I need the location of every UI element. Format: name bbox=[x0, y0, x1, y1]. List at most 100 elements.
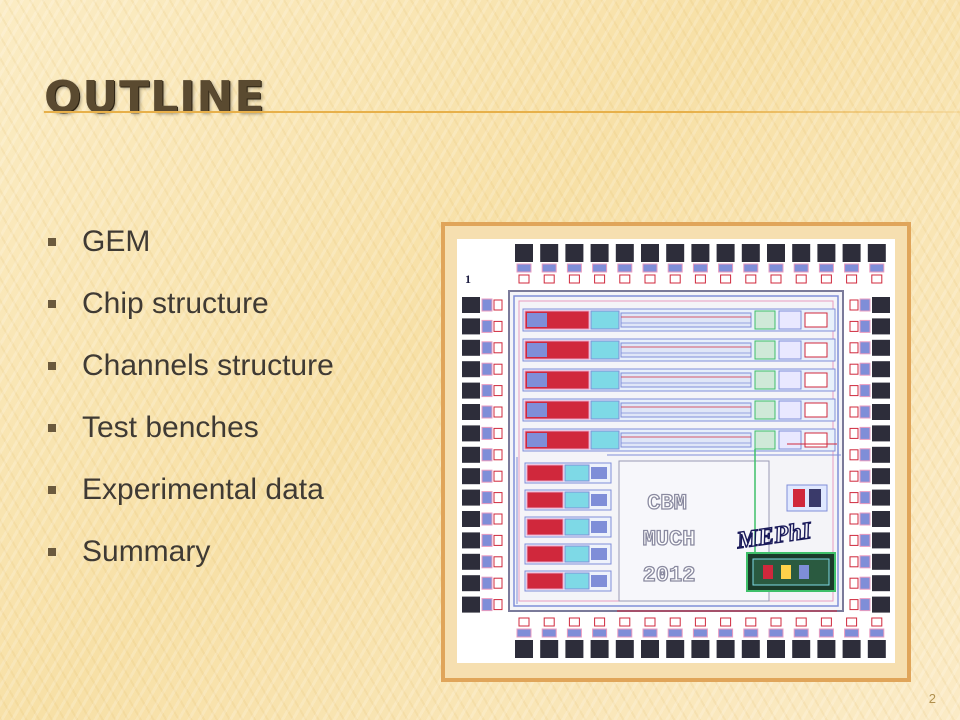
bond-pad bbox=[540, 640, 559, 658]
pad-driver bbox=[844, 628, 860, 638]
outline-item: Channels structure bbox=[48, 346, 334, 408]
pad-driver bbox=[718, 263, 734, 273]
bond-pad bbox=[872, 468, 890, 485]
pad-esd bbox=[644, 274, 656, 284]
bond-pad bbox=[817, 244, 836, 262]
short-channel-amp bbox=[526, 572, 564, 590]
bullet-square-icon bbox=[48, 548, 56, 556]
channel-buffer bbox=[804, 312, 828, 328]
pad-esd bbox=[518, 274, 530, 284]
channel-buffer bbox=[804, 342, 828, 358]
bond-pad bbox=[872, 404, 890, 420]
channel-output bbox=[778, 340, 802, 360]
corner-label: 1 bbox=[465, 272, 471, 286]
bullet-square-icon bbox=[48, 300, 56, 308]
chip-layout-image: 1 CBM MUCH 2012 MEPhI bbox=[457, 239, 895, 663]
short-channel-shaper bbox=[564, 491, 590, 509]
pad-driver bbox=[844, 263, 860, 273]
pad-esd bbox=[493, 427, 503, 439]
bond-pad bbox=[842, 244, 861, 262]
pad-driver bbox=[859, 426, 871, 440]
bond-pad bbox=[615, 244, 634, 262]
bond-pad bbox=[767, 244, 785, 262]
short-channel-amp bbox=[526, 464, 564, 482]
pad-esd bbox=[745, 617, 757, 627]
pad-esd bbox=[493, 406, 503, 418]
pad-driver bbox=[859, 341, 871, 355]
bond-pad bbox=[872, 532, 890, 549]
channel-buffer bbox=[804, 372, 828, 388]
page-number: 2 bbox=[928, 691, 936, 706]
channel-shaper bbox=[590, 310, 620, 330]
pad-esd bbox=[493, 363, 503, 375]
bond-pad bbox=[462, 575, 480, 592]
pad-esd bbox=[849, 470, 859, 482]
pad-driver bbox=[743, 628, 759, 638]
bond-pad bbox=[716, 244, 735, 262]
bond-pad bbox=[872, 553, 890, 570]
bond-pad bbox=[872, 596, 890, 613]
pad-driver bbox=[743, 263, 759, 273]
bond-pad bbox=[872, 361, 890, 378]
pad-esd bbox=[493, 385, 503, 397]
bond-pad bbox=[872, 318, 890, 335]
pad-esd bbox=[669, 274, 681, 284]
pad-driver bbox=[481, 362, 493, 376]
short-channel-amp bbox=[526, 518, 564, 536]
bond-pad bbox=[741, 244, 760, 262]
logic-cell bbox=[809, 489, 821, 507]
pad-driver bbox=[818, 628, 834, 638]
pad-esd bbox=[493, 556, 503, 568]
pad-esd bbox=[493, 299, 503, 311]
bond-pad bbox=[872, 575, 890, 592]
pad-esd bbox=[849, 427, 859, 439]
pad-driver bbox=[481, 512, 493, 526]
pad-driver bbox=[481, 598, 493, 612]
bond-pad bbox=[462, 511, 480, 527]
bullet-square-icon bbox=[48, 238, 56, 246]
pad-esd bbox=[849, 577, 859, 589]
pad-driver bbox=[859, 362, 871, 376]
pad-driver bbox=[768, 263, 784, 273]
pad-driver bbox=[667, 628, 683, 638]
pad-driver bbox=[793, 263, 809, 273]
bond-pad bbox=[615, 640, 634, 658]
pad-esd bbox=[849, 534, 859, 546]
pad-driver bbox=[859, 512, 871, 526]
outline-item-label: Test benches bbox=[82, 411, 259, 444]
pad-driver bbox=[869, 263, 885, 273]
pad-driver bbox=[481, 469, 493, 483]
outline-item-label: Summary bbox=[82, 535, 211, 568]
chip-label-line: 2012 bbox=[643, 563, 696, 588]
pad-esd bbox=[694, 617, 706, 627]
bond-pad bbox=[540, 244, 559, 262]
pad-driver bbox=[617, 263, 633, 273]
pad-driver bbox=[481, 576, 493, 590]
pad-driver bbox=[859, 555, 871, 569]
bullet-square-icon bbox=[48, 424, 56, 432]
bond-pad bbox=[462, 446, 480, 463]
channel-shaper bbox=[590, 370, 620, 390]
pad-esd bbox=[568, 274, 580, 284]
chip-layout-drawing: 1 CBM MUCH 2012 MEPhI bbox=[462, 244, 890, 658]
pad-esd bbox=[543, 617, 555, 627]
chip-label-line: MUCH bbox=[643, 527, 696, 552]
label-area bbox=[618, 460, 770, 602]
pad-driver bbox=[859, 533, 871, 547]
outline-item-label: GEM bbox=[82, 225, 151, 258]
bond-pad bbox=[590, 244, 609, 262]
pad-driver bbox=[859, 576, 871, 590]
short-channel-shaper bbox=[564, 572, 590, 590]
outline-item: GEM bbox=[48, 222, 334, 284]
pad-esd bbox=[770, 274, 782, 284]
pad-driver bbox=[859, 405, 871, 419]
pad-esd bbox=[849, 385, 859, 397]
pad-driver bbox=[859, 384, 871, 398]
pad-esd bbox=[644, 617, 656, 627]
pad-driver bbox=[592, 628, 608, 638]
channel-filter bbox=[620, 342, 752, 358]
bond-pad bbox=[872, 297, 890, 313]
pad-esd bbox=[849, 406, 859, 418]
pad-driver bbox=[566, 628, 582, 638]
channel-shaper bbox=[590, 340, 620, 360]
